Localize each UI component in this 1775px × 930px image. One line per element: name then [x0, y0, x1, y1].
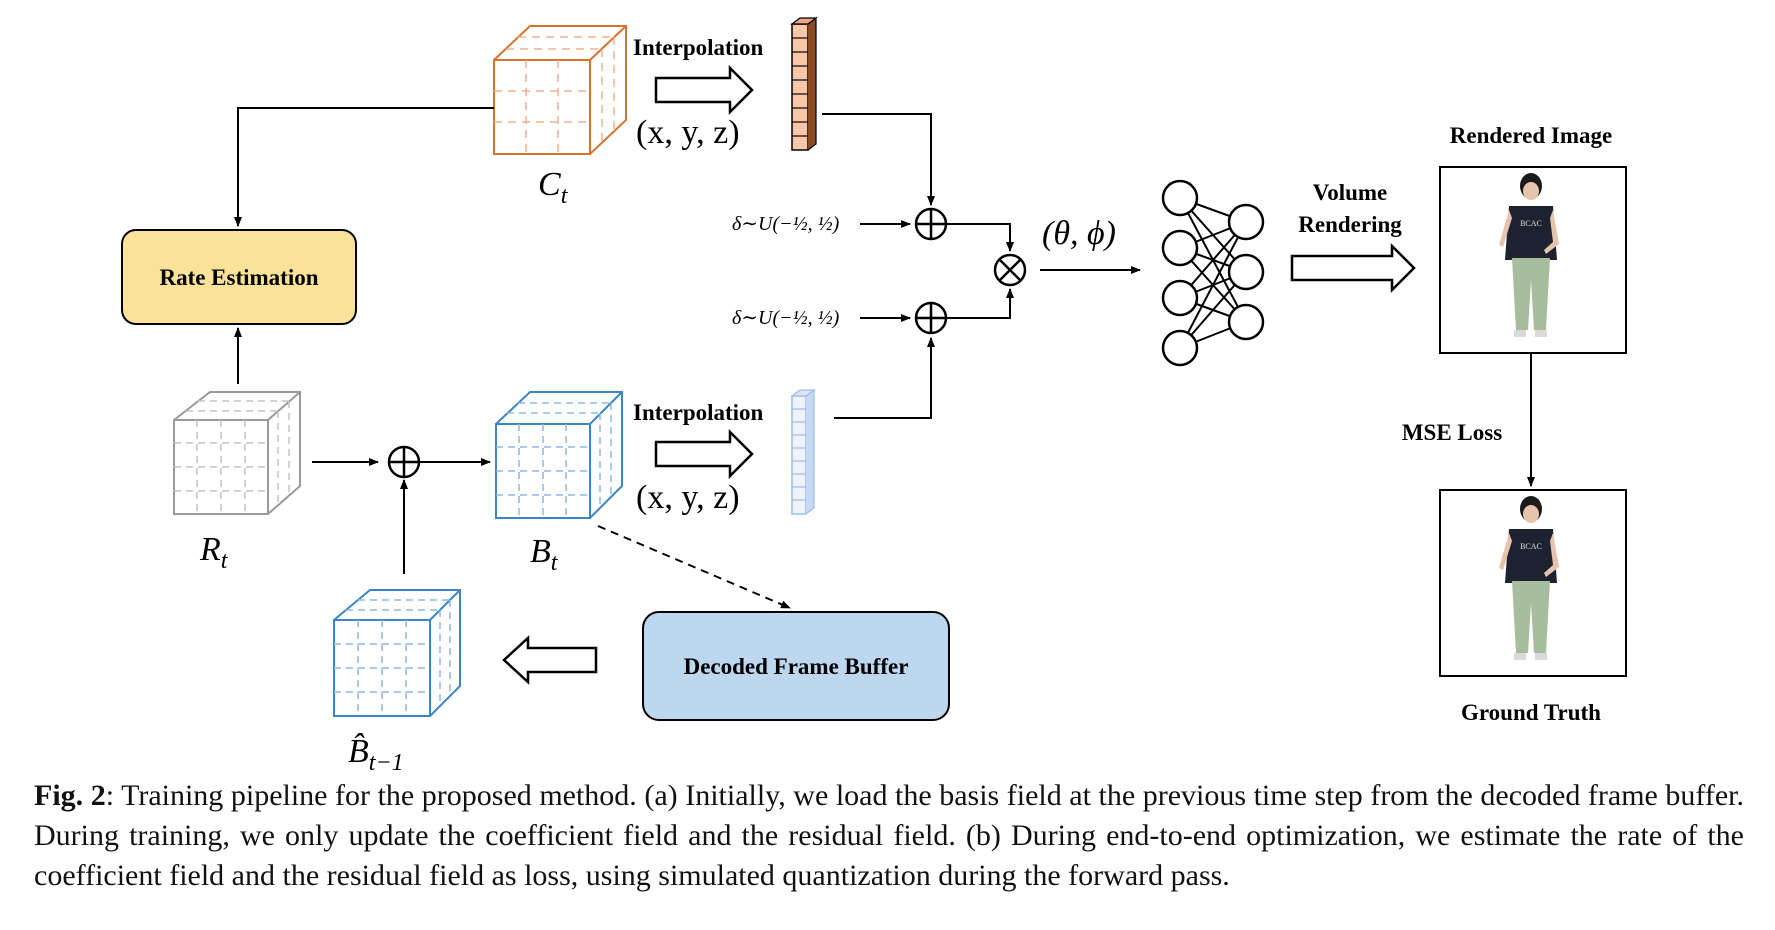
noise-bottom: δ∼U(−½, ½) — [732, 307, 840, 329]
hollow-arrow-interp-top — [654, 64, 754, 116]
coefficient-cube — [493, 25, 627, 155]
product-operator — [993, 253, 1027, 287]
person-figure-rendered: BCAC — [1499, 173, 1559, 337]
svg-text:BCAC: BCAC — [1520, 542, 1542, 551]
sum-top-to-product — [947, 223, 1014, 252]
interp-top-label: Interpolation — [633, 35, 764, 60]
svg-text:BCAC: BCAC — [1520, 219, 1542, 228]
person-figure-ground-truth: BCAC — [1499, 496, 1559, 660]
basis-vector-to-sum-bottom — [834, 337, 935, 419]
xyz-top: (x, y, z) — [636, 114, 740, 151]
residual-cube — [173, 391, 301, 515]
ct-label: Ct — [538, 166, 569, 209]
hollow-arrow-buffer-to-bprev — [502, 635, 598, 685]
figure-caption: Fig. 2: Training pipeline for the propos… — [34, 776, 1744, 896]
caption-text: : Training pipeline for the proposed met… — [34, 779, 1744, 892]
theta-phi-label: (θ, ϕ) — [1042, 215, 1116, 252]
quant-sum-bottom — [914, 301, 948, 335]
basis-feature-vector — [790, 388, 816, 515]
previous-basis-cube — [333, 589, 461, 717]
mlp-network — [1161, 179, 1265, 367]
caption-label: Fig. 2 — [34, 779, 106, 812]
coef-vector-to-sum-top — [822, 113, 935, 206]
rt-label: Rt — [199, 531, 229, 574]
noise-top: δ∼U(−½, ½) — [732, 213, 840, 235]
decoded-frame-buffer-label: Decoded Frame Buffer — [684, 654, 909, 679]
xyz-bottom: (x, y, z) — [636, 479, 740, 516]
interp-bottom-label: Interpolation — [633, 400, 764, 425]
rate-estimation-label: Rate Estimation — [159, 265, 318, 290]
sum-bottom-to-product — [947, 288, 1014, 319]
ct-to-rate-arrow — [234, 107, 494, 227]
bprev-label: B̂t−1 — [348, 732, 404, 776]
rendered-image-label: Rendered Image — [1450, 123, 1612, 148]
basis-cube — [495, 391, 623, 519]
bt-to-buffer-dashed-arrow — [597, 525, 791, 609]
ground-truth-image: BCAC — [1439, 489, 1627, 677]
hollow-arrow-render — [1290, 242, 1416, 294]
rendered-image: BCAC — [1439, 166, 1627, 354]
mse-loss-label: MSE Loss — [1402, 420, 1502, 445]
coefficient-feature-vector — [790, 16, 818, 151]
residual-sum-operator — [387, 445, 421, 479]
volume-rendering-line1: Volume — [1313, 180, 1388, 205]
rate-estimation-box — [121, 229, 357, 325]
quant-sum-top — [914, 207, 948, 241]
volume-rendering-line2: Rendering — [1298, 212, 1402, 237]
ground-truth-label: Ground Truth — [1461, 700, 1601, 725]
bt-label: Bt — [530, 533, 559, 576]
decoded-frame-buffer-box — [642, 611, 950, 721]
hollow-arrow-interp-bottom — [654, 428, 754, 480]
